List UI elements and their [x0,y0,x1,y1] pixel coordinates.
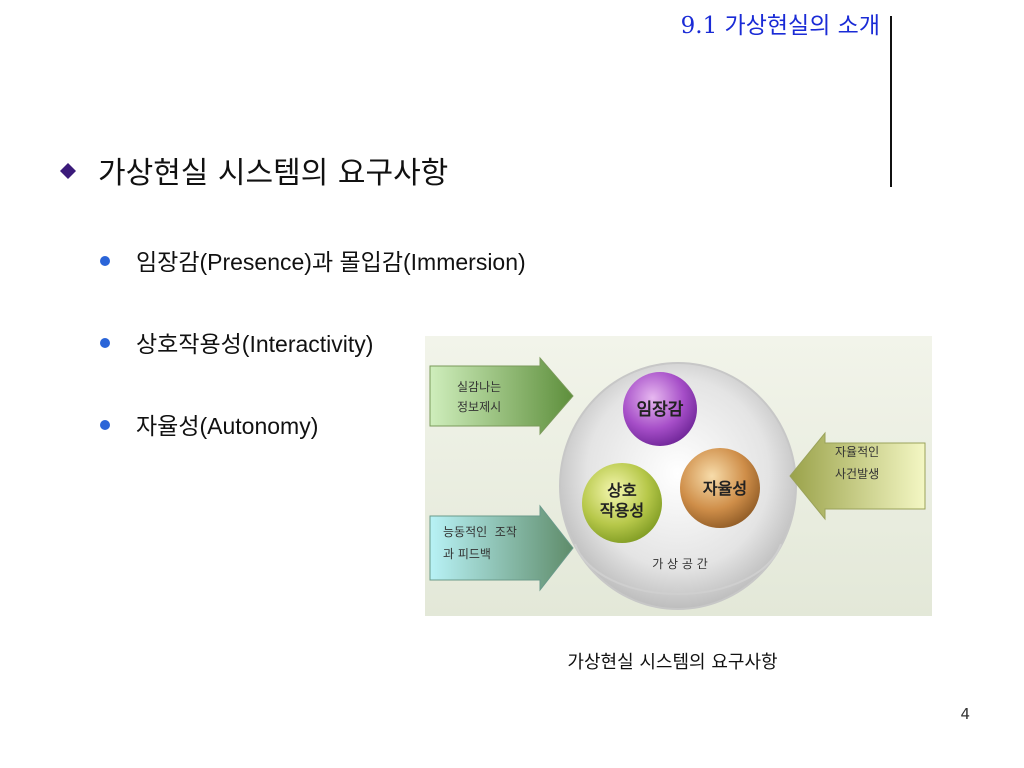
circle-label-autonomy: 자율성 [703,479,747,498]
slide-section-title: 9.1 가상현실의 소개 [680,13,880,39]
list-item-label: 임장감(Presence)과 몰입감(Immersion) [136,249,526,275]
page-number: 4 [960,705,970,723]
virtual-space-label: 가 상 공 간 [652,557,708,571]
bullet-dot-icon [100,255,110,266]
figure-caption: 가상현실 시스템의 요구사항 [567,652,778,673]
vr-requirements-diagram: 임장감 상호 작용성 자율성 가 상 공 간 실감나는 정보제시 능동적인 조작… [425,336,932,616]
arrow-label-top-left-1: 실감나는 [457,380,501,394]
diamond-bullet-icon [60,163,76,179]
arrow-label-right-1: 자율적인 [835,445,879,459]
arrow-label-bottom-left-1: 능동적인 조작 [443,525,517,539]
main-heading: 가상현실 시스템의 요구사항 [98,156,449,191]
bullet-dot-icon [100,419,110,430]
circle-label-interactivity-1: 상호 [607,481,637,500]
list-item-label: 상호작용성(Interactivity) [136,331,374,357]
bullet-dot-icon [100,337,110,348]
circle-label-interactivity-2: 작용성 [600,501,644,520]
list-item: 자율성(Autonomy) [100,407,318,441]
arrow-label-top-left-2: 정보제시 [457,400,501,414]
circle-label-presence: 임장감 [637,399,684,420]
list-item: 임장감(Presence)과 몰입감(Immersion) [100,243,526,277]
list-item: 상호작용성(Interactivity) [100,325,373,359]
header-divider [890,16,892,187]
arrow-label-bottom-left-2: 과 피드백 [443,547,491,561]
arrow-label-right-2: 사건발생 [835,467,879,481]
list-item-label: 자율성(Autonomy) [136,413,319,439]
